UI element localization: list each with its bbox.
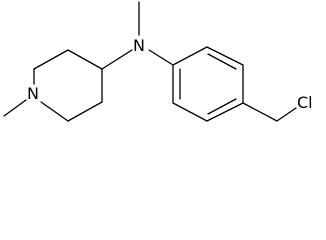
bond-phenyl-c5-c6 (172, 102, 208, 122)
bond-ring-c4-c3 (67, 49, 103, 70)
bond-phenyl-c2-c3 (206, 46, 244, 66)
bond-ring-c3-c2 (33, 49, 69, 70)
atom-label-ring-n: N (27, 84, 39, 103)
atom-label-amine-n: N (133, 36, 145, 55)
bond-phenyl-c1-c2 (172, 46, 208, 66)
bond-phenyl-c4-c5 (206, 102, 244, 122)
atom-label-chlorine: Cl (297, 93, 313, 112)
bond-ring-n-methyl (3, 99, 27, 117)
bond-phenyl-double-2 (207, 98, 237, 115)
bond-ring-n-c6 (40, 101, 69, 122)
molecule-canvas: N N Cl (3, 1, 313, 122)
bond-ch2-cl (276, 107, 297, 122)
bond-phenyl-ch2 (242, 102, 278, 122)
piperidine-ring (33, 49, 103, 122)
molecule-structure: N N Cl (3, 1, 313, 122)
bond-amine-n-phenyl (148, 49, 174, 66)
bond-c4-amine-n (101, 49, 133, 70)
bond-ring-c6-c5 (67, 101, 103, 122)
bond-phenyl-double-1 (207, 53, 237, 70)
benzene-ring (172, 46, 244, 122)
